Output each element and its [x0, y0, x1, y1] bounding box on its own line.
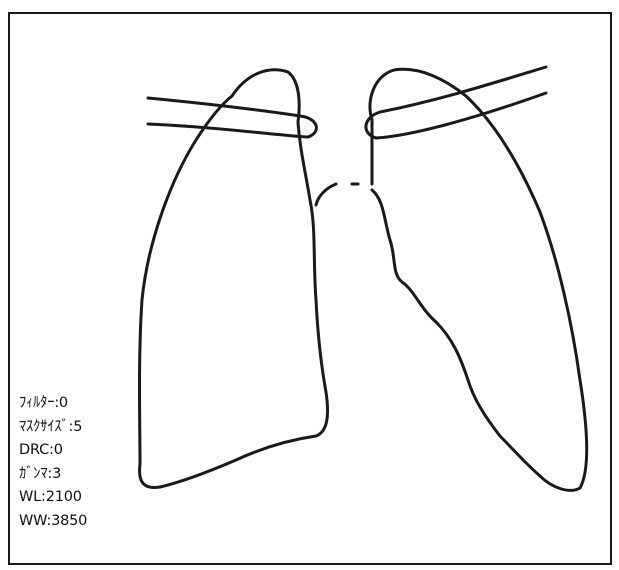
drc-param: DRC:0 [19, 439, 87, 463]
parameter-overlay: ﾌｨﾙﾀｰ:0 ﾏｽｸｻｲｽﾞ:5 DRC:0 ｶﾞﾝﾏ:3 WL:2100 W… [19, 392, 87, 534]
right-clavicle [148, 98, 316, 137]
right-hilum-curve [316, 184, 336, 205]
wl-param: WL:2100 [19, 486, 87, 510]
left-lung-outline [370, 69, 587, 490]
mask-size-param: ﾏｽｸｻｲｽﾞ:5 [19, 416, 87, 440]
filter-param: ﾌｨﾙﾀｰ:0 [19, 392, 87, 416]
left-clavicle [366, 67, 546, 138]
right-lung-outline [140, 70, 328, 488]
ww-param: WW:3850 [19, 510, 87, 534]
gamma-param: ｶﾞﾝﾏ:3 [19, 463, 87, 487]
